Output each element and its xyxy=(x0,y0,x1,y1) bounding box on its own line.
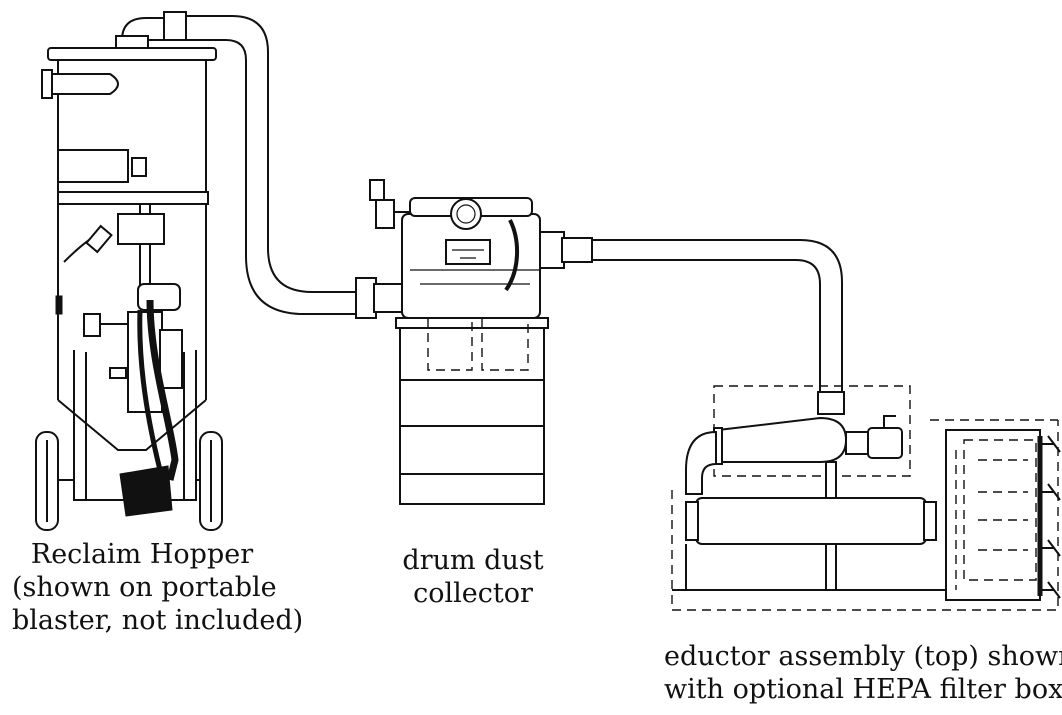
drum-dust-collector-label: drum dust collector xyxy=(402,545,544,609)
reclaim-hopper xyxy=(35,11,223,531)
eductor-assembly-label: eductor assembly (top) shown with option… xyxy=(664,641,1062,705)
drum-dust-collector xyxy=(355,179,593,505)
vacuum-hose-2 xyxy=(592,239,843,392)
vacuum-hose-1 xyxy=(186,15,356,315)
reclaim-hopper-label: Reclaim Hopper (shown on portable blaste… xyxy=(12,539,304,636)
eductor-assembly xyxy=(671,385,1061,611)
